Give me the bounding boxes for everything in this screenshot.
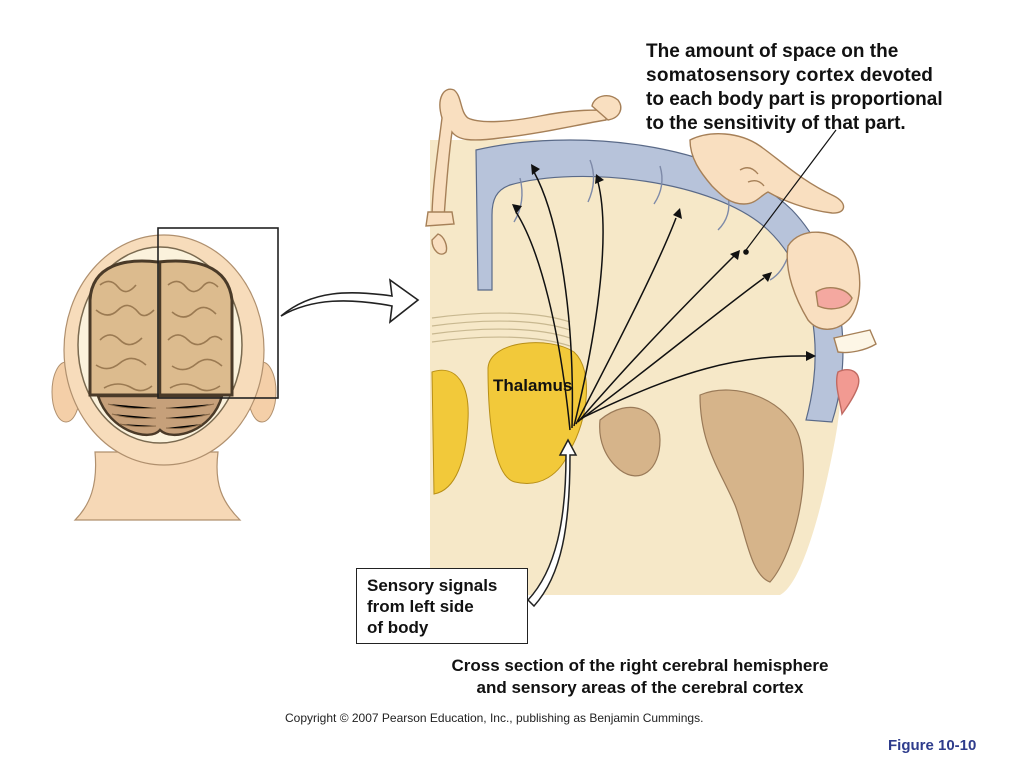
cortex-caption-line-4: to the sensitivity of that part. bbox=[646, 113, 906, 134]
sensory-signals-line-3: of body bbox=[367, 618, 429, 637]
figure-caption-line-1: Cross section of the right cerebral hemi… bbox=[451, 656, 829, 675]
cross-section bbox=[430, 139, 844, 608]
homunculus-genitals bbox=[431, 233, 448, 255]
cortex-caption-line-2-rest: devoted bbox=[854, 65, 933, 86]
lentiform-nucleus bbox=[431, 369, 469, 495]
copyright-notice: Copyright © 2007 Pearson Education, Inc.… bbox=[285, 711, 704, 725]
sensory-signals-box: Sensory signals from left side of body bbox=[356, 568, 528, 644]
cortex-caption-line-3: to each body part is proportional bbox=[646, 89, 943, 110]
sensory-signals-line-2: from left side bbox=[367, 597, 474, 616]
sensory-homunculus bbox=[425, 88, 877, 416]
cortex-caption: The amount of space on the somatosensory… bbox=[646, 40, 1006, 136]
projection-fibers bbox=[515, 171, 807, 431]
homunculus-lips bbox=[815, 287, 853, 310]
pointer-arrow bbox=[280, 278, 420, 324]
leader-dot bbox=[743, 249, 749, 255]
homunculus-hand bbox=[689, 133, 845, 214]
homunculus-tongue bbox=[835, 368, 860, 416]
thalamus-label: Thalamus bbox=[493, 376, 573, 395]
figure-caption-line-2: and sensory areas of the cerebral cortex bbox=[476, 678, 804, 697]
head-back-illustration bbox=[51, 234, 277, 521]
somatosensory-cortex-term: somatosensory cortex bbox=[646, 65, 855, 86]
caption-leader-line bbox=[745, 129, 837, 251]
homunculus-jaw bbox=[833, 329, 877, 354]
sensory-signal-arrow bbox=[526, 438, 578, 608]
homunculus-foot bbox=[425, 211, 455, 227]
figure-caption: Cross section of the right cerebral hemi… bbox=[395, 655, 885, 699]
figure-number: Figure 10-10 bbox=[888, 737, 977, 754]
cortex-caption-line-1: The amount of space on the bbox=[646, 41, 899, 62]
fiber-arrowheads bbox=[512, 164, 816, 361]
homunculus-head bbox=[591, 95, 622, 121]
cortex-caption-line-2: somatosensory cortex devoted bbox=[646, 64, 1006, 88]
sensory-signals-line-1: Sensory signals bbox=[367, 576, 498, 595]
focus-rectangle bbox=[157, 227, 279, 399]
